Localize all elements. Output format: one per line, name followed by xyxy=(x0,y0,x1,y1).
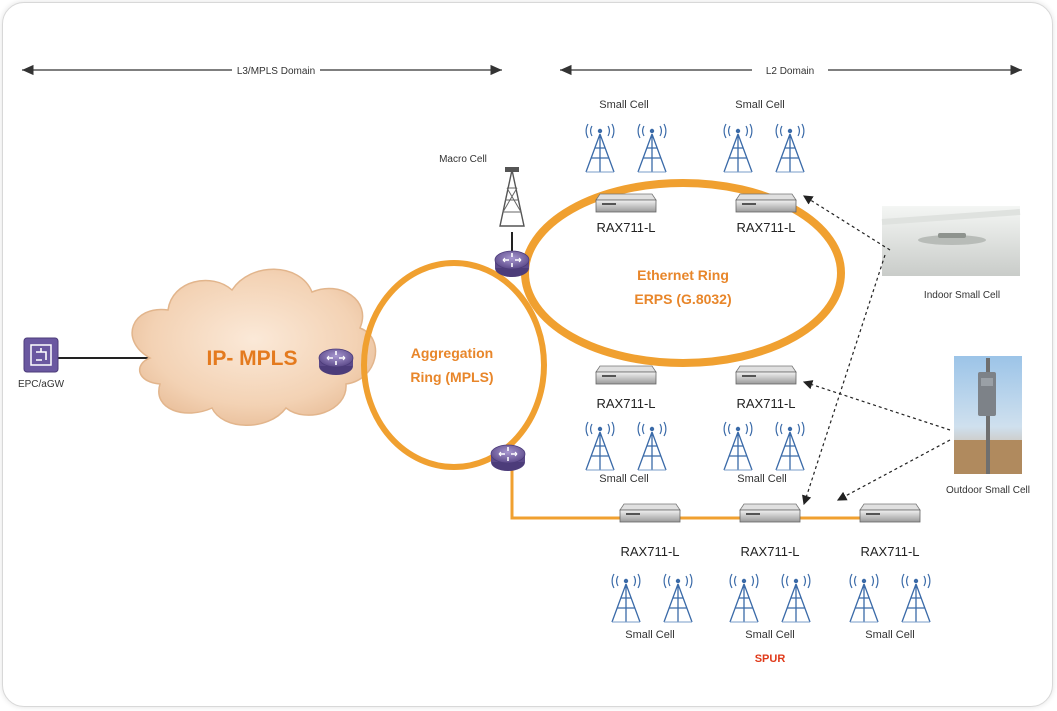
aggregation-ring-line2: Ring (MPLS) xyxy=(410,369,493,385)
small-cell-tower-icon xyxy=(723,123,753,173)
rax-label: RAX711-L xyxy=(596,220,655,235)
l3-domain-label: L3/MPLS Domain xyxy=(237,66,315,77)
pointer-arrows xyxy=(802,195,951,506)
small-cell-group-bottom-1: Small Cell xyxy=(611,573,693,641)
spur-label: SPUR xyxy=(755,653,786,665)
small-cell-group-top-right: Small Cell xyxy=(723,99,805,173)
small-cell-label: Small Cell xyxy=(735,99,785,111)
router-ring-junction xyxy=(494,250,530,278)
indoor-small-cell-photo: Indoor Small Cell xyxy=(881,206,1021,301)
router-cloud-edge xyxy=(318,348,354,376)
rax-switch-bottom-left xyxy=(595,365,657,385)
rax-switch-spur-1 xyxy=(619,503,681,523)
l2-domain-arrow: L2 Domain xyxy=(560,63,1022,77)
small-cell-group-top-left: Small Cell xyxy=(585,99,667,173)
small-cell-tower-icon xyxy=(585,421,615,471)
aggregation-ring xyxy=(361,260,547,470)
epc-agw-node: EPC/aGW xyxy=(18,337,150,390)
small-cell-group-bottom-3: Small Cell xyxy=(849,573,931,641)
outdoor-label: Outdoor Small Cell xyxy=(946,485,1030,496)
macro-cell-tower: Macro Cell xyxy=(439,154,525,258)
small-cell-tower-icon xyxy=(663,573,693,623)
rax-label: RAX711-L xyxy=(860,544,919,559)
ip-mpls-cloud: IP- MPLS xyxy=(131,268,377,426)
rax-switch-top-right xyxy=(735,193,797,213)
ethernet-ring-line1: Ethernet Ring xyxy=(637,267,729,283)
l3-domain-arrow: L3/MPLS Domain xyxy=(22,63,502,77)
small-cell-tower-icon xyxy=(585,123,615,173)
rax-label: RAX711-L xyxy=(596,396,655,411)
macro-cell-label: Macro Cell xyxy=(439,154,487,165)
small-cell-group-mid-left: Small Cell xyxy=(585,421,667,485)
rax-label: RAX711-L xyxy=(740,544,799,559)
rax-switch-bottom-right xyxy=(735,365,797,385)
ethernet-ring-line2: ERPS (G.8032) xyxy=(634,291,731,307)
small-cell-tower-icon xyxy=(729,573,759,623)
rax-label: RAX711-L xyxy=(620,544,679,559)
small-cell-tower-icon xyxy=(611,573,641,623)
small-cell-label: Small Cell xyxy=(625,629,675,641)
outdoor-small-cell-photo: Outdoor Small Cell xyxy=(946,356,1030,496)
small-cell-label: Small Cell xyxy=(865,629,915,641)
aggregation-ring-line1: Aggregation xyxy=(411,345,493,361)
small-cell-tower-icon xyxy=(849,573,879,623)
l2-domain-label: L2 Domain xyxy=(766,66,814,77)
indoor-label: Indoor Small Cell xyxy=(924,290,1000,301)
small-cell-tower-icon xyxy=(775,421,805,471)
small-cell-label: Small Cell xyxy=(599,99,649,111)
rax-label: RAX711-L xyxy=(736,220,795,235)
spur-link xyxy=(510,470,880,520)
rax-switch-spur-3 xyxy=(859,503,921,523)
cloud-label: IP- MPLS xyxy=(206,347,297,370)
small-cell-group-bottom-2: Small Cell xyxy=(729,573,811,641)
small-cell-tower-icon xyxy=(637,421,667,471)
small-cell-label: Small Cell xyxy=(745,629,795,641)
small-cell-group-mid-right: Small Cell xyxy=(723,421,805,485)
router-spur xyxy=(490,444,526,472)
rax-label: RAX711-L xyxy=(736,396,795,411)
small-cell-label: Small Cell xyxy=(599,473,649,485)
small-cell-tower-icon xyxy=(775,123,805,173)
small-cell-tower-icon xyxy=(637,123,667,173)
small-cell-label: Small Cell xyxy=(737,473,787,485)
small-cell-tower-icon xyxy=(901,573,931,623)
epc-label: EPC/aGW xyxy=(18,379,65,390)
rax-switch-spur-2 xyxy=(739,503,801,523)
small-cell-tower-icon xyxy=(781,573,811,623)
small-cell-tower-icon xyxy=(723,421,753,471)
rax-switch-top-left xyxy=(595,193,657,213)
